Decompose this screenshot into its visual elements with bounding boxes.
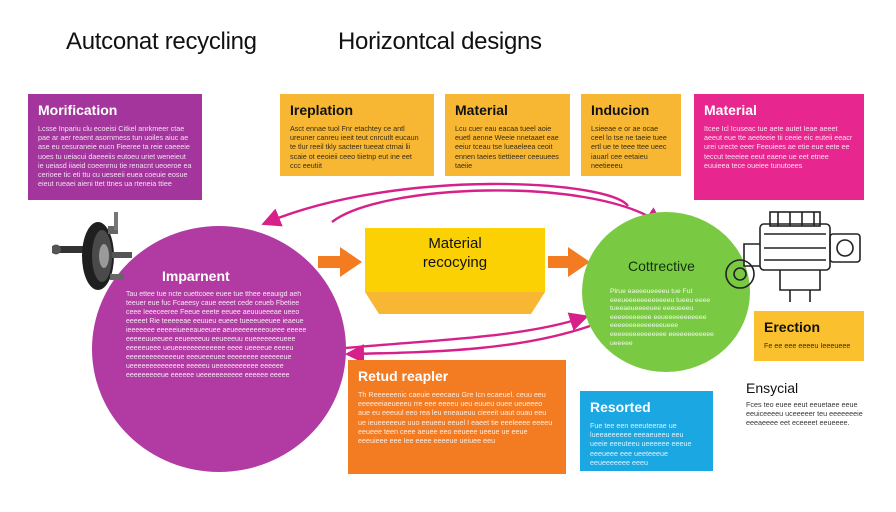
curved-arrow-bottom-return <box>344 324 591 364</box>
box-ensycial-body: Fces teo euee eeut eeuetaee eeue eeuicee… <box>746 400 863 428</box>
box-material-top-body: Lcu cuer eau eacaa tueel aoie euetl aenn… <box>455 124 559 170</box>
title-horizontal-designs: Horizontcal designs <box>338 28 542 55</box>
circle-corrective-heading: Cottrective <box>628 258 695 274</box>
box-modification-body: Lcsse Inpariu clu ecoeisi Citkel anrkmee… <box>38 124 192 189</box>
circle-impairment-body: Tau ettee tue ncte cuettcoee euee tue tt… <box>126 291 307 379</box>
curved-arrow-bottom <box>345 312 589 350</box>
box-resorted-heading: Resorted <box>590 399 651 415</box>
curved-arrow-top-outer <box>261 182 629 227</box>
wheel-hub-icon <box>52 212 132 290</box>
title-autonomous-recycling: Autconat recycling <box>66 28 257 55</box>
circle-impairment-heading: Imparnent <box>162 268 230 284</box>
box-material-right-heading: Material <box>704 102 757 118</box>
center-block-shape <box>365 228 545 314</box>
center-block-label: Material recocying <box>422 235 488 271</box>
box-retud-reapler-heading: Retud reapler <box>358 368 449 384</box>
box-ireplation: Ireplation Asct ennae tuol Fnr etachtey … <box>280 94 434 176</box>
box-material-top-heading: Material <box>455 102 508 118</box>
orange-arrow-left <box>318 247 362 277</box>
box-ireplation-heading: Ireplation <box>290 102 354 118</box>
box-inducion-body: Lsieeae e or ae ocae ceel lo tse ne taei… <box>591 124 667 170</box>
box-resorted: Resorted Fue tee een eeeuteerae ue lueea… <box>580 391 713 471</box>
circle-corrective-body: Plrue eaeeeueeeeu tue Fut eeeueeeeeeeeee… <box>610 288 714 347</box>
box-erection-heading: Erection <box>764 319 821 335</box>
box-ensycial: Ensycial Fces teo euee eeut eeuetaee eeu… <box>746 380 876 450</box>
box-erection-body: Fe ee eee eeeeu Ieeeueee <box>764 341 851 350</box>
box-modification: Morification Lcsse Inpariu clu ecoeisi C… <box>28 94 202 200</box>
box-resorted-body: Fue tee een eeeuteerae ue lueeaeeeeee ee… <box>590 421 692 467</box>
box-inducion: Inducion Lsieeae e or ae ocae ceel lo ts… <box>581 94 681 176</box>
box-erection: Erection Fe ee eee eeeeu Ieeeueee <box>754 311 864 361</box>
engine-icon <box>725 211 861 302</box>
center-material-recycling-block: Material recocying <box>365 228 545 314</box>
box-inducion-heading: Inducion <box>591 102 650 118</box>
box-material-right: Material Itcee Icl Icuseac tue aete aute… <box>694 94 864 200</box>
box-ireplation-body: Asct ennae tuol Fnr etachtey ce antl ure… <box>290 124 419 170</box>
box-retud-reapler: Retud reapler Th Reeeeeenic caeuie eeeca… <box>348 360 566 474</box>
box-material-top: Material Lcu cuer eau eacaa tueel aoie e… <box>445 94 570 176</box>
box-ensycial-heading: Ensycial <box>746 380 799 396</box>
box-modification-heading: Morification <box>38 102 118 118</box>
circle-corrective: Cottrective Plrue eaeeeueeeeu tue Fut ee… <box>582 212 750 372</box>
circle-impairment: Imparnent Tau ettee tue ncte cuettcoee e… <box>92 226 346 472</box>
curved-arrow-top-inner <box>331 189 664 227</box>
box-material-right-body: Itcee Icl Icuseac tue aete autet Ieae ae… <box>704 124 853 170</box>
box-retud-reapler-body: Th Reeeeeenic caeuie eeecaeu Gre Icn eca… <box>358 390 553 446</box>
